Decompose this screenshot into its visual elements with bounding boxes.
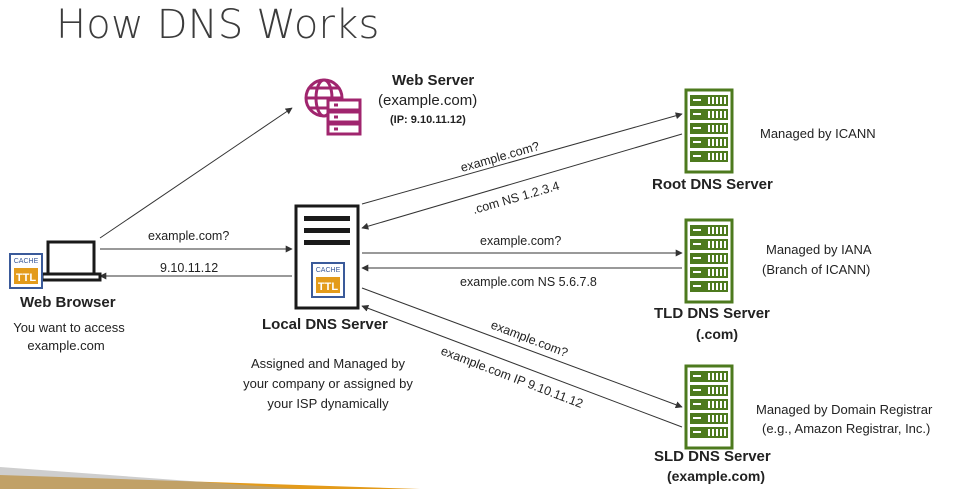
sld-dns-name: SLD DNS Server <box>654 448 771 465</box>
tld-dns-managed-line2: (Branch of ICANN) <box>762 262 871 277</box>
sld-dns-managed-line1: Managed by Domain Registrar <box>756 402 933 417</box>
local-dns-name: Local DNS Server <box>262 316 388 333</box>
sld-dns-managed-line2: (e.g., Amazon Registrar, Inc.) <box>762 421 931 436</box>
browser-answer-label: 9.10.11.12 <box>160 261 218 275</box>
tld-dns-server-icon <box>684 218 734 304</box>
root-answer-label: .com NS 1.2.3.4 <box>471 179 561 217</box>
tld-dns-sub: (.com) <box>696 326 738 342</box>
svg-text:CACHE: CACHE <box>14 258 39 265</box>
tld-query-label: example.com? <box>480 234 561 248</box>
web-server-ip: (IP: 9.10.11.12) <box>390 114 466 126</box>
sld-dns-server-icon <box>684 364 734 450</box>
tld-dns-managed-line1: Managed by IANA <box>766 242 872 257</box>
local-dns-desc-line3: your ISP dynamically <box>267 396 389 411</box>
web-server-domain: (example.com) <box>378 92 478 109</box>
root-dns-managed: Managed by ICANN <box>760 126 876 141</box>
svg-text:TTL: TTL <box>16 272 36 284</box>
browser-desc-line1: You want to access <box>13 320 125 335</box>
arrow-sld-query <box>361 287 683 409</box>
tld-dns-name: TLD DNS Server <box>654 305 770 322</box>
browser-desc-line2: example.com <box>27 338 105 353</box>
arrow-sld-answer <box>361 304 683 428</box>
arrow-root-answer <box>361 133 683 230</box>
web-server-name: Web Server <box>392 72 475 89</box>
local-dns-desc-line2: your company or assigned by <box>243 376 413 391</box>
laptop-icon <box>40 240 102 282</box>
browser-query-label: example.com? <box>148 229 229 243</box>
sld-dns-sub: (example.com) <box>666 468 766 484</box>
slide-title: How DNS Works <box>56 2 380 48</box>
sld-query-label: example.com? <box>489 318 570 360</box>
root-dns-name: Root DNS Server <box>652 176 773 193</box>
arrow-root-query <box>361 112 683 205</box>
slide-footer-stripe <box>0 467 420 489</box>
svg-text:TTL: TTL <box>318 281 338 293</box>
root-dns-server-icon <box>684 88 734 174</box>
tld-answer-label: example.com NS 5.6.7.8 <box>460 275 597 289</box>
svg-text:CACHE: CACHE <box>316 267 341 274</box>
browser-name: Web Browser <box>20 294 116 311</box>
web-server-icon <box>304 78 362 136</box>
browser-cache-icon: CACHE TTL <box>9 253 43 289</box>
local-dns-desc-line1: Assigned and Managed by <box>251 356 405 371</box>
arrow-browser-to-webserver <box>99 107 293 239</box>
local-dns-server-icon: CACHE TTL <box>294 204 360 310</box>
